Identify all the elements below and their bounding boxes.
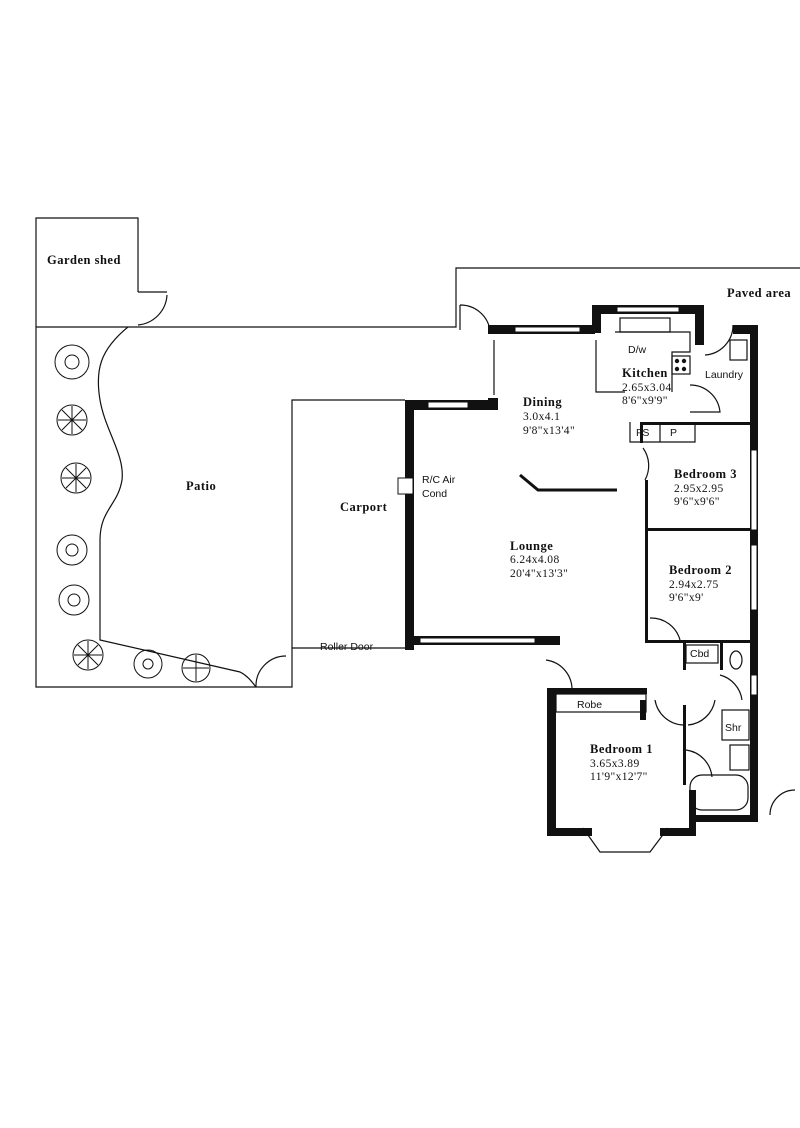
dining-metric: 3.0x4.1 (523, 411, 560, 423)
shower-label: Shr (725, 722, 742, 734)
lounge-name: Lounge (510, 539, 553, 553)
bedroom3-metric: 2.95x2.95 (674, 483, 724, 495)
roller-door-label: Roller Door (320, 641, 374, 653)
interior-lines (459, 304, 796, 853)
garden-shed-label: Garden shed (47, 253, 121, 267)
dishwasher-label: D/w (628, 344, 647, 356)
bedroom2-imperial: 9'6"x9' (669, 592, 704, 604)
air-cond-label-2: Cond (422, 488, 447, 500)
bedroom3-imperial: 9'6"x9'6" (674, 496, 720, 508)
robe-label: Robe (577, 699, 602, 711)
patio-label: Patio (186, 479, 216, 493)
bedroom3-name: Bedroom 3 (674, 467, 737, 481)
bedroom2-metric: 2.94x2.75 (669, 579, 719, 591)
paved-area-label: Paved area (727, 286, 791, 300)
dining-imperial: 9'8"x13'4" (523, 425, 575, 437)
pantry-label: P (670, 427, 677, 439)
bedroom2-name: Bedroom 2 (669, 563, 732, 577)
cooktop-icon (674, 358, 687, 372)
air-cond-label-1: R/C Air (422, 474, 456, 486)
fridge-space-label: FS (636, 427, 649, 439)
bedroom1-name: Bedroom 1 (590, 742, 653, 756)
lounge-imperial: 20'4"x13'3" (510, 568, 568, 580)
kitchen-imperial: 8'6"x9'9" (622, 395, 668, 407)
kitchen-name: Kitchen (622, 366, 668, 380)
patio-outline (35, 267, 800, 688)
air-cond-unit (397, 477, 414, 495)
carport-label: Carport (340, 500, 388, 514)
cupboard-label: Cbd (690, 648, 709, 660)
dining-name: Dining (523, 395, 562, 409)
lounge-metric: 6.24x4.08 (510, 554, 560, 566)
bedroom1-metric: 3.65x3.89 (590, 758, 640, 770)
bedroom1-imperial: 11'9"x12'7" (590, 771, 648, 783)
kitchen-metric: 2.65x3.04 (622, 382, 672, 394)
garden-plants (54, 344, 211, 683)
laundry-label: Laundry (705, 369, 744, 381)
garden-shed-outline (35, 217, 168, 327)
